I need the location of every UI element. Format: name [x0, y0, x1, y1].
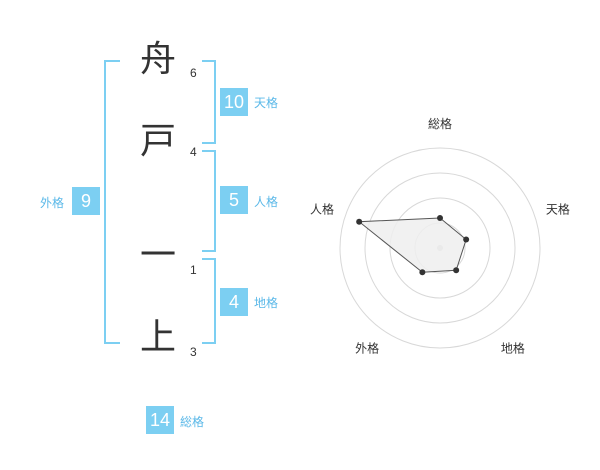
- radar-axis-label: 外格: [355, 340, 379, 355]
- name-char-3: 一: [140, 235, 177, 276]
- tenkaku-label: 天格: [254, 96, 279, 110]
- name-char-1: 舟: [140, 39, 177, 80]
- radar-series-area: [357, 217, 467, 273]
- radar-point: [453, 267, 460, 274]
- stroke-count-4: 3: [190, 345, 197, 359]
- stroke-count-3: 1: [190, 263, 197, 277]
- tenkaku-value: 10: [220, 88, 248, 116]
- name-char-2: 戸: [140, 121, 177, 162]
- radar-point: [356, 218, 363, 225]
- radar-axis-label: 人格: [310, 202, 334, 217]
- name-char-4: 上: [140, 317, 177, 358]
- radar-point: [419, 269, 426, 276]
- stroke-count-2: 4: [190, 145, 197, 159]
- soukaku-label: 総格: [180, 415, 205, 429]
- gaikaku-value: 9: [72, 187, 100, 215]
- radar-ring-3: [364, 172, 516, 324]
- jinkaku-bracket: [202, 150, 216, 252]
- radar-ring-4: [339, 147, 541, 349]
- radar-axis-label: 地格: [501, 340, 525, 355]
- radar-axis-label: 総格: [428, 116, 452, 131]
- tenkaku-bracket: [202, 60, 216, 144]
- radar-point: [437, 215, 443, 221]
- stroke-count-1: 6: [190, 66, 197, 80]
- gaikaku-label: 外格: [40, 196, 65, 210]
- radar-point: [463, 236, 470, 243]
- chikaku-bracket: [202, 258, 216, 344]
- soukaku-value: 14: [146, 406, 174, 434]
- jinkaku-label: 人格: [254, 195, 279, 209]
- chikaku-label: 地格: [254, 296, 279, 310]
- radar-ring-2: [389, 197, 491, 299]
- chikaku-value: 4: [220, 288, 248, 316]
- gaikaku-bracket: [104, 60, 120, 344]
- radar-axis-label: 天格: [546, 202, 570, 217]
- jinkaku-value: 5: [220, 186, 248, 214]
